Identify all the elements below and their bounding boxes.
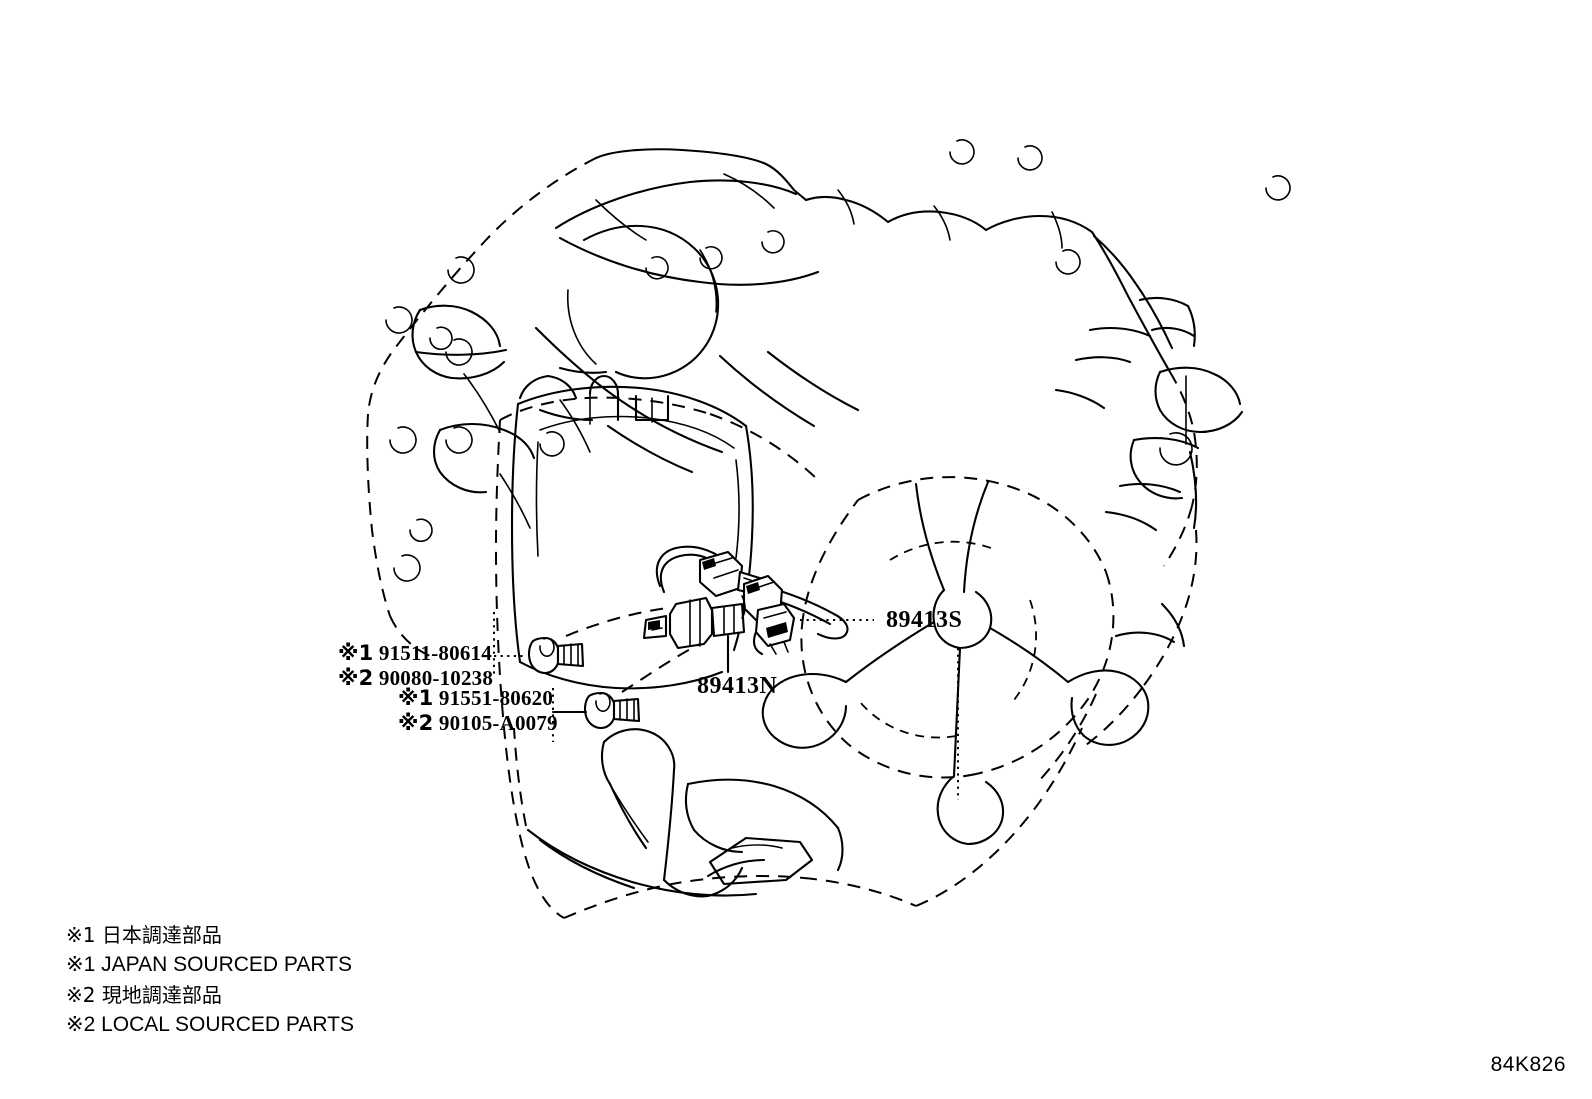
legend-line-jp2: ※2 現地調達部品 bbox=[66, 983, 222, 1007]
leader-lines bbox=[493, 607, 874, 742]
part-label-bolt-lower: ※1 91551-80620 ※2 90105-A0079 bbox=[398, 686, 558, 736]
part-number: 91551-80620 bbox=[438, 686, 554, 710]
part-number: 91511-80614 bbox=[378, 641, 492, 665]
lower-case-bottom bbox=[513, 727, 758, 897]
source-legend: ※1 日本調達部品 ※1 JAPAN SOURCED PARTS ※2 現地調達… bbox=[66, 920, 354, 1040]
part-number: 90105-A0079 bbox=[438, 711, 558, 735]
part-label-line: ※1 91551-80620 bbox=[398, 686, 558, 711]
case-right-shoulder bbox=[1054, 234, 1244, 532]
legend-line-en1: ※1 JAPAN SOURCED PARTS bbox=[66, 953, 352, 976]
part-label-line: ※2 90080-10238 bbox=[338, 666, 493, 691]
sheet-code: 84K826 bbox=[1490, 1053, 1566, 1076]
speed-sensor-assembly bbox=[642, 545, 849, 656]
leader-bolt-lower-case bbox=[621, 643, 701, 693]
legend-line-en2: ※2 LOCAL SOURCED PARTS bbox=[66, 1013, 354, 1036]
torque-converter-ring bbox=[800, 476, 1115, 779]
callout-89413N: 89413N bbox=[697, 673, 778, 699]
bell-housing-ribs bbox=[761, 480, 1150, 846]
callout-89413S: 89413S bbox=[886, 607, 963, 633]
case-bearing-boss bbox=[566, 224, 720, 380]
case-lower-right-edge bbox=[1037, 602, 1186, 783]
case-bolt-bosses-top bbox=[385, 139, 1291, 582]
source-mark: ※2 bbox=[398, 711, 434, 735]
shift-bracket bbox=[600, 728, 844, 898]
case-top-ridge bbox=[554, 173, 1063, 286]
source-mark: ※1 bbox=[338, 641, 374, 665]
case-left-flange bbox=[411, 304, 536, 494]
mounting-bolt-upper bbox=[527, 636, 585, 675]
leader-bolt-upper-case bbox=[565, 607, 669, 637]
part-label-line: ※1 91511-80614 bbox=[338, 641, 493, 666]
case-right-hidden-profile bbox=[1081, 529, 1198, 749]
case-interior-ribs bbox=[463, 326, 860, 529]
source-mark: ※2 bbox=[338, 666, 374, 690]
source-mark: ※1 bbox=[398, 686, 434, 710]
part-label-bolt-upper: ※1 91511-80614 ※2 90080-10238 bbox=[338, 641, 493, 691]
case-rear-upper-outline bbox=[366, 148, 1198, 657]
mounting-bolt-lower bbox=[583, 691, 641, 730]
part-label-line: ※2 90105-A0079 bbox=[398, 711, 558, 736]
part-number: 90080-10238 bbox=[378, 666, 494, 690]
bell-housing-silhouette bbox=[494, 396, 1083, 919]
legend-line-jp1: ※1 日本調達部品 bbox=[66, 923, 222, 947]
